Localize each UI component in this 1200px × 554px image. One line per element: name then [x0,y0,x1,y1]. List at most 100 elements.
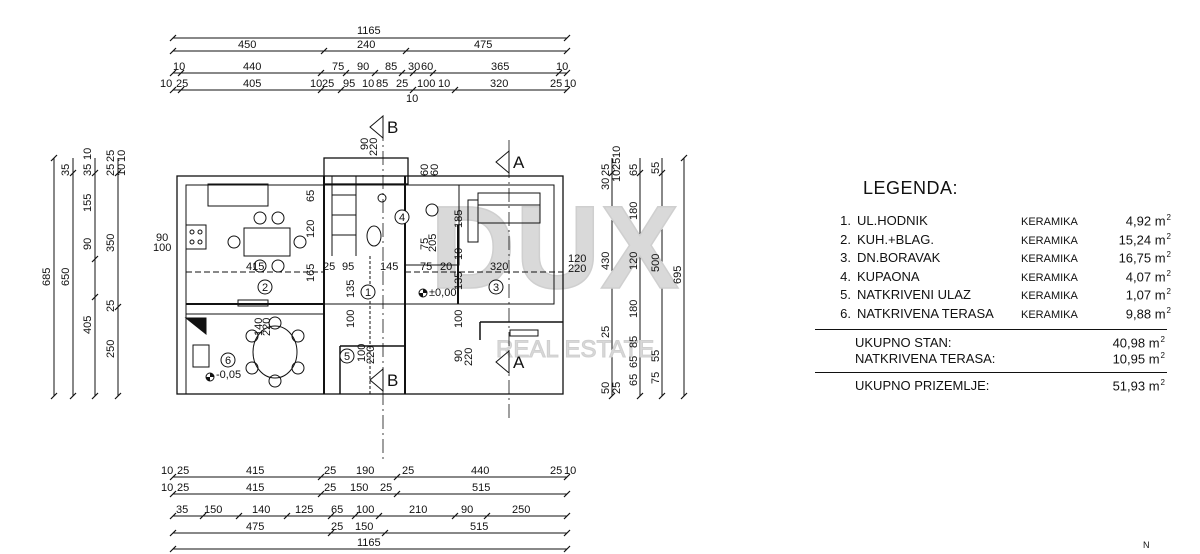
level-markers: ±0,00 -0,05 [205,287,456,382]
svg-text:220: 220 [368,138,380,156]
svg-text:25: 25 [105,150,117,162]
room-number-2: 2 [262,282,268,294]
legend-grand-total: UKUPNO PRIZEMLJE: 51,93 m2 [855,378,1165,394]
svg-text:120: 120 [628,252,640,270]
dimension-ticks [50,34,688,553]
room-markers [220,209,504,368]
svg-text:10: 10 [406,93,418,105]
svg-text:100: 100 [153,242,171,254]
svg-text:240: 240 [357,39,375,51]
svg-text:450: 450 [238,39,256,51]
legend-total-terrace: NATKRIVENA TERASA: 10,95 m2 [855,351,1165,367]
svg-text:100: 100 [417,78,435,90]
svg-text:85: 85 [628,336,640,348]
svg-text:165: 165 [305,264,317,282]
svg-text:685: 685 [41,268,53,286]
walls [176,157,564,395]
svg-text:10: 10 [564,465,576,477]
svg-text:25: 25 [550,465,562,477]
svg-text:95: 95 [342,261,354,273]
svg-text:60: 60 [429,164,441,176]
svg-text:90: 90 [359,138,371,150]
svg-text:100: 100 [453,310,465,328]
legend-divider [815,372,1167,373]
room-number-6: 6 [225,355,231,367]
svg-text:25: 25 [324,482,336,494]
svg-text:25: 25 [611,158,623,170]
room-number-3: 3 [493,282,499,294]
svg-text:405: 405 [243,78,261,90]
level-terrace: -0,05 [216,369,241,381]
svg-text:430: 430 [600,252,612,270]
svg-text:35: 35 [176,504,188,516]
svg-text:65: 65 [331,504,343,516]
svg-text:415: 415 [246,465,264,477]
section-label-b-bottom: B [387,371,398,390]
svg-text:205: 205 [427,234,439,252]
svg-text:25: 25 [323,261,335,273]
svg-text:25: 25 [600,164,612,176]
svg-text:120: 120 [305,220,317,238]
svg-text:515: 515 [470,521,488,533]
svg-text:90: 90 [82,238,94,250]
svg-text:25: 25 [322,78,334,90]
svg-text:10: 10 [161,482,173,494]
svg-text:25: 25 [380,482,392,494]
svg-text:30: 30 [408,61,420,73]
svg-text:100: 100 [356,344,368,362]
svg-text:100: 100 [345,310,357,328]
svg-text:440: 440 [243,61,261,73]
furniture [184,183,541,388]
legend-panel: LEGENDA: 1. UL.HODNIK KERAMIKA 4,92 m2 2… [815,178,1175,394]
svg-text:95: 95 [343,78,355,90]
svg-text:10: 10 [116,164,128,176]
svg-text:350: 350 [105,234,117,252]
legend-item: 4. KUPAONA KERAMIKA 4,07 m2 [840,268,1171,284]
svg-text:475: 475 [474,39,492,51]
section-label-a-top: A [513,153,525,172]
svg-text:10: 10 [116,150,128,162]
svg-text:75: 75 [420,261,432,273]
svg-text:75: 75 [419,238,431,250]
svg-text:25: 25 [600,326,612,338]
room-number-1: 1 [365,287,371,299]
dimension-lines [53,37,685,550]
svg-text:75: 75 [650,372,662,384]
svg-text:220: 220 [463,348,475,366]
room-number-5: 5 [344,351,350,363]
svg-text:140: 140 [253,318,265,336]
top-dimensions: 1165 450 240 475 10 440 75 90 85 30 60 3… [160,25,576,105]
svg-text:55: 55 [650,350,662,362]
svg-text:60: 60 [419,164,431,176]
svg-text:25: 25 [176,78,188,90]
svg-text:140: 140 [252,504,270,516]
svg-text:30: 30 [600,178,612,190]
svg-text:475: 475 [246,521,264,533]
svg-text:1165: 1165 [357,25,381,37]
svg-text:20: 20 [440,261,452,273]
north-indicator: N [1143,540,1150,550]
svg-text:125: 125 [295,504,313,516]
watermark-brand: DUX [430,182,679,314]
legend-item: 6. NATKRIVENA TERASA KERAMIKA 9,88 m2 [840,305,1171,321]
svg-text:120: 120 [568,253,586,265]
svg-text:25: 25 [396,78,408,90]
section-label-a-bottom: A [513,353,525,372]
legend-item: 3. DN.BORAVAK KERAMIKA 16,75 m2 [840,250,1171,266]
svg-text:75: 75 [332,61,344,73]
legend-item: 2. KUH.+BLAG. KERAMIKA 15,24 m2 [840,231,1171,247]
svg-text:50: 50 [600,382,612,394]
svg-text:35: 35 [82,164,94,176]
svg-text:150: 150 [355,521,373,533]
svg-text:650: 650 [60,268,72,286]
svg-text:150: 150 [204,504,222,516]
svg-text:320: 320 [490,78,508,90]
svg-text:65: 65 [628,164,640,176]
svg-text:135: 135 [453,272,465,290]
svg-text:250: 250 [512,504,530,516]
left-dimensions: 685 650 35 35 10 25 25 10 10 155 90 350 … [41,148,128,358]
svg-text:10: 10 [556,61,568,73]
svg-text:405: 405 [82,316,94,334]
svg-text:35: 35 [60,164,72,176]
svg-text:85: 85 [385,61,397,73]
